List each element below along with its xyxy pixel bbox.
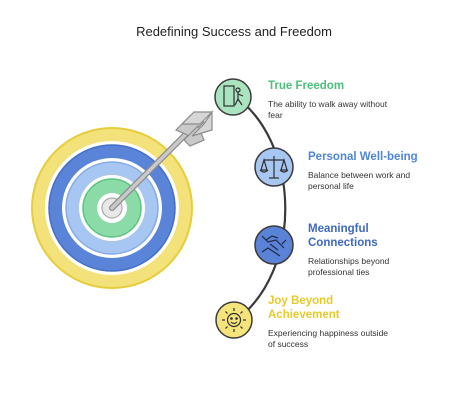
sun-icon	[222, 308, 246, 332]
item-title-joy-beyond: Joy Beyond	[268, 295, 334, 307]
item-desc-personal-well-being-line1: Balance between work and	[308, 170, 411, 180]
handshake-icon	[261, 235, 287, 257]
item-desc-true-freedom-line1: The ability to walk away without	[268, 99, 388, 109]
personal-well-being-node	[254, 147, 294, 187]
connector-arc	[232, 94, 287, 323]
exit-door-icon	[223, 85, 244, 107]
item-title-personal-well-being: Personal Well-being	[308, 151, 418, 163]
balance-scale-icon	[259, 156, 289, 179]
item-desc-meaningful-connections-line2: professional ties	[308, 267, 370, 277]
page-title: Redefining Success and Freedom	[136, 24, 332, 39]
item-desc-personal-well-being-line2: personal life	[308, 181, 354, 191]
item-title-meaningful: Meaningful	[308, 223, 369, 235]
item-desc-meaningful-connections-line1: Relationships beyond	[308, 256, 390, 266]
arrow-icon	[109, 110, 214, 211]
item-desc-joy-line2: of success	[268, 339, 309, 349]
joy-beyond-achievement-node	[215, 301, 253, 339]
item-title-achievement: Achievement	[268, 309, 340, 321]
true-freedom-node	[214, 78, 252, 116]
item-title-connections: Connections	[308, 237, 378, 249]
item-desc-joy-line1: Experiencing happiness outside	[268, 328, 389, 338]
item-title-true-freedom: True Freedom	[268, 80, 345, 92]
meaningful-connections-node	[254, 225, 294, 265]
item-desc-true-freedom-line2: fear	[268, 110, 283, 120]
